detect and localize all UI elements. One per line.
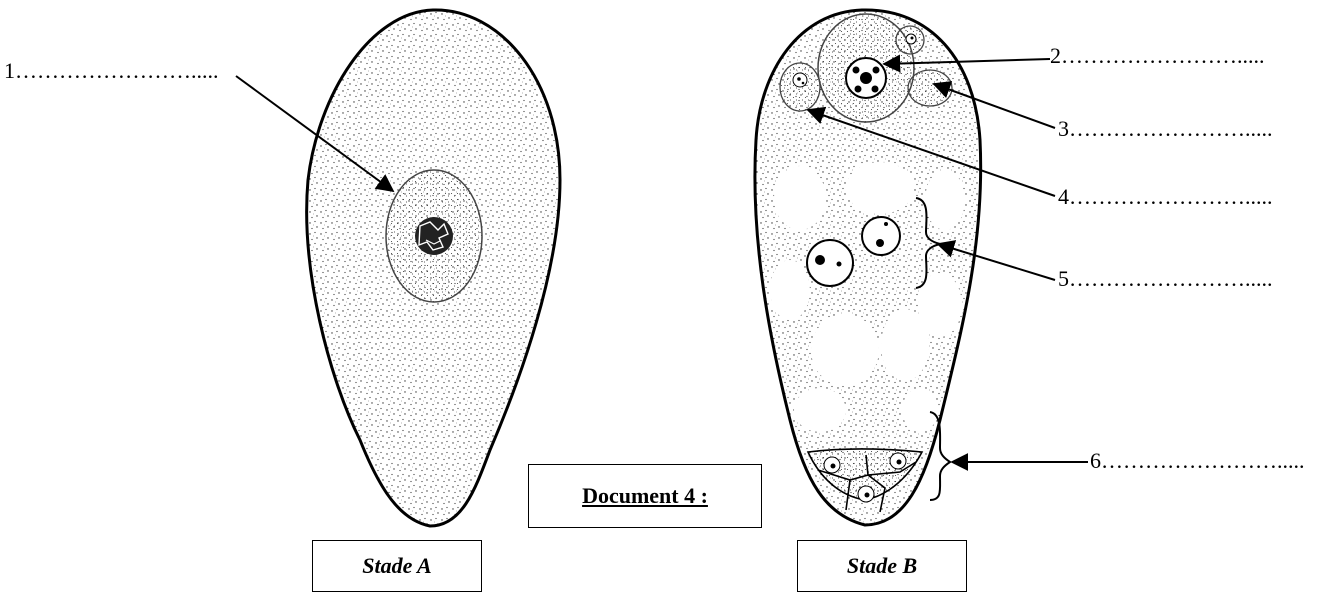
stage-b-cell (755, 10, 981, 525)
stage-a-nucleus (415, 217, 453, 255)
document-title: Document 4 : (528, 464, 762, 528)
stage-b-label: Stade B (797, 540, 967, 592)
stage-a-label: Stade A (312, 540, 482, 592)
label-4: 4……………………..... (1058, 186, 1273, 208)
label-6: 6……………………..... (1090, 450, 1305, 472)
label-3: 3……………………..... (1058, 118, 1273, 140)
label-2: 2……………………..... (1050, 45, 1265, 67)
label-1: 1……………………..... (4, 60, 219, 82)
stage-a-cell (307, 10, 560, 526)
label-5: 5……………………..... (1058, 268, 1273, 290)
